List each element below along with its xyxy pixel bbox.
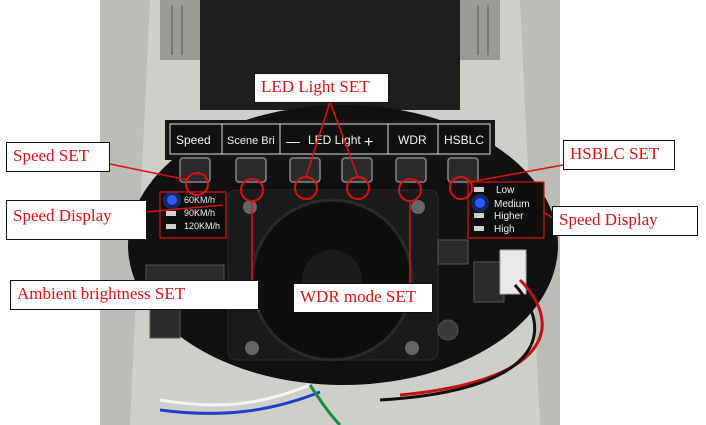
- label-medium: Medium: [494, 199, 530, 210]
- label-led-light: LED Light: [308, 133, 361, 147]
- label-hsblc: HSBLC: [444, 133, 484, 147]
- callout-ambient-brightness-set: Ambient brightness SET: [10, 280, 259, 310]
- right-speed-indicators: Low Medium Higher High: [468, 182, 544, 238]
- label-high: High: [494, 224, 515, 235]
- pointer-lines: [109, 101, 564, 283]
- callout-speed-set: Speed SET: [6, 142, 110, 172]
- label-low: Low: [496, 185, 515, 196]
- callout-led-light-set: LED Light SET: [254, 73, 389, 103]
- left-speed-indicators: 60KM/h 90KM/h 120KM/h: [160, 191, 226, 238]
- label-plus: +: [364, 134, 373, 151]
- label-120kmh: 120KM/h: [184, 221, 220, 231]
- callout-wdr-mode-set: WDR mode SET: [293, 283, 433, 313]
- label-wdr: WDR: [398, 133, 427, 147]
- callout-speed-display-right: Speed Display: [552, 206, 698, 236]
- wires: [159, 278, 544, 425]
- callout-speed-display-left: Speed Display: [6, 200, 147, 240]
- cooling-fan: [227, 189, 439, 362]
- push-buttons: [179, 157, 479, 183]
- label-higher: Higher: [494, 211, 524, 222]
- label-scene-bri: Scene Bri: [227, 135, 275, 147]
- button-label-strip: Speed Scene Bri — LED Light + WDR HSBLC: [169, 123, 491, 155]
- label-90kmh: 90KM/h: [184, 208, 215, 218]
- label-60kmh: 60KM/h: [184, 195, 215, 205]
- callout-hsblc-set: HSBLC SET: [563, 140, 675, 170]
- connector-white: [499, 249, 527, 295]
- label-speed: Speed: [176, 133, 211, 147]
- label-minus: —: [286, 133, 300, 149]
